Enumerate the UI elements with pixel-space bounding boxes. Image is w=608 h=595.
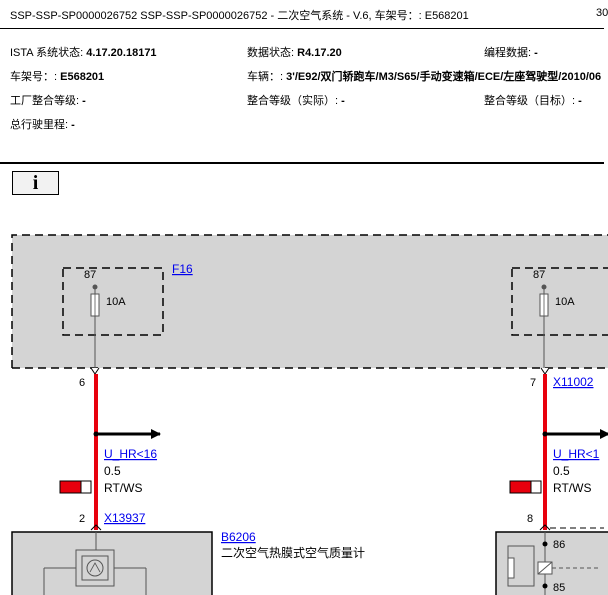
wire-left-pin: 6 [79,377,85,389]
relay-resistor [507,557,515,579]
relay-node-top [542,541,548,547]
fuse-left-pin: 87 [84,269,96,281]
target-integration-level: 整合等级（目标）: - [484,95,582,107]
fuse-right-rating: 10A [555,296,575,308]
wire-right-junction [542,431,548,437]
factory-integration-level: 工厂整合等级: - [10,95,86,107]
signal-left-link: U_HR<16 [104,447,157,461]
wire-left-notch [90,367,100,375]
wire-right-link: X11002 [553,375,594,389]
connector-right-pin: 8 [527,513,533,525]
page-number: 30 [596,7,608,19]
color-swatch-left-red [59,480,82,494]
vin: 车架号：: E568201 [10,71,105,83]
actual-integration-level: 整合等级（实际）: - [247,95,345,107]
connector-left-pin: 2 [79,513,85,525]
color-swatch-right-red [509,480,532,494]
wire-left-junction [93,431,99,437]
connector-left-link: X13937 [104,511,146,525]
wire-right-color: RT/WS [553,481,591,495]
fuse-right-frame [511,267,608,336]
component-left-box [11,531,213,595]
fuse-box-border [11,234,608,369]
vehicle: 车辆：: 3'/E92/双门轿跑车/M3/S65/手动变速箱/ECE/左座驾驶型… [247,71,602,83]
data-status: 数据状态: R4.17.20 [247,47,342,59]
total-mileage: 总行驶里程: - [10,119,75,131]
component-left-link: B6206 [221,530,256,544]
fuse-left-rating: 10A [106,296,126,308]
info-icon[interactable]: i [12,171,59,195]
programming-data: 编程数据: - [484,47,538,59]
fuse-box [12,235,608,368]
wire-left-cross-section: 0.5 [104,464,121,478]
connector-left-notch [90,524,102,531]
relay-pin-bottom: 85 [553,582,565,594]
wire-right-cross-section: 0.5 [553,464,570,478]
relay-node-bottom [542,583,548,589]
component-left-name: 二次空气热膜式空气质量计 [221,545,365,560]
signal-right-link: U_HR<1 [553,447,600,461]
section-divider [0,162,604,164]
color-swatch-left-white [80,480,92,494]
wire-right-pin: 7 [530,377,536,389]
wire-left-color: RT/WS [104,481,142,495]
header-divider [0,28,604,29]
fuse-right-pin: 87 [533,269,545,281]
relay-pin-top: 86 [553,539,565,551]
wire-right-notch [540,367,550,375]
fuse-left-link: F16 [172,262,193,276]
ista-status: ISTA 系统状态: 4.17.20.18171 [10,47,157,59]
sensor-symbol [86,559,104,577]
sensor-inner [81,555,109,581]
document-title: SSP-SSP-SP0000026752 SSP-SSP-SP000002675… [10,10,469,22]
connector-right-notch [539,524,551,531]
color-swatch-right-white [530,480,542,494]
fuse-left-frame [62,267,164,336]
